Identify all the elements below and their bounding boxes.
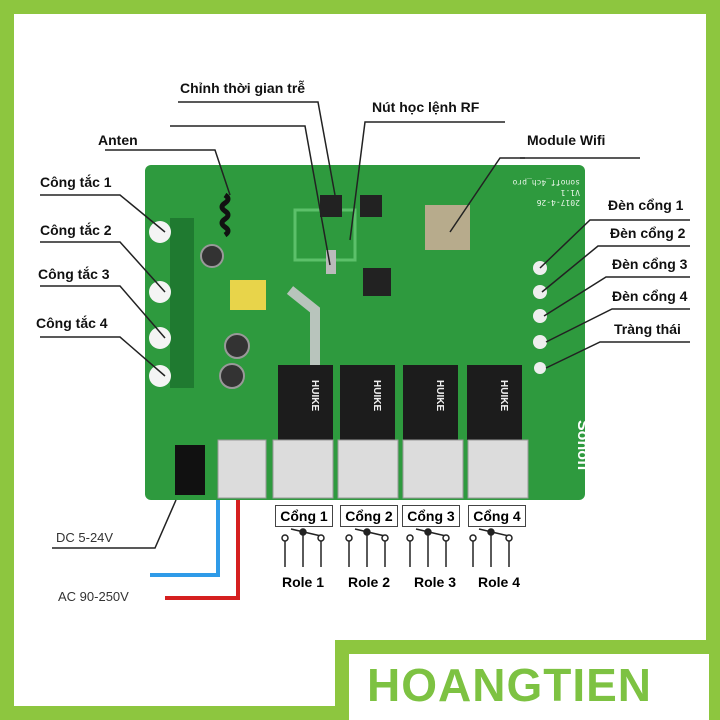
switch-buttons [149,218,194,388]
relay-contact [406,534,414,542]
port-label-4: Cổng 4 [468,505,526,527]
relay-contact [424,528,432,536]
capacitor [219,363,245,389]
label-antenna: Anten [98,132,138,148]
relay-contact [317,534,325,542]
relay-contact [281,534,289,542]
board-brand: Sonoff [574,420,591,471]
relay-brand-2: HUIKE [371,380,382,411]
port-label-1: Cổng 1 [275,505,333,527]
antenna-coil [219,192,231,238]
brand-logo: HOANGTIEN [335,640,720,720]
board-version: V1.1 [561,188,580,197]
label-wifi-module: Module Wifi [527,132,606,148]
relay-brand-1: HUIKE [309,380,320,411]
label-switch-2: Công tắc 2 [40,222,112,238]
label-led-2: Đèn cổng 2 [610,225,686,241]
board-date: 2017-4-26 [536,198,580,207]
relay-label-3: Role 3 [414,574,457,590]
relay-contact [487,528,495,536]
dc-wire [150,500,220,577]
ac-wire [165,500,240,600]
relay-contact [381,534,389,542]
transformer [230,280,266,310]
label-delay: Chỉnh thời gian trễ [180,80,306,96]
relay-label-1: Role 1 [282,574,325,590]
dc-jack [175,445,205,495]
terminal-blocks [217,439,529,499]
label-switch-1: Công tắc 1 [40,174,112,190]
relay-contact [345,534,353,542]
rf-learn-button [326,250,336,274]
relay-label-4: Role 4 [478,574,521,590]
label-dc-input: DC 5-24V [56,530,114,545]
relay-brand-3: HUIKE [434,380,445,411]
relay-brand-4: HUIKE [498,380,509,411]
capacitor [200,244,224,268]
relay-label-2: Role 2 [348,574,391,590]
label-led-1: Đèn cổng 1 [608,197,684,213]
relay-contact [469,534,477,542]
board-model: sonoff_4ch_pro [512,178,580,187]
relay-contact [299,528,307,536]
relay-brand-marks: HUIKE HUIKE HUIKE HUIKE [309,380,509,411]
dip-switch [360,195,382,217]
label-switch-3: Công tắc 3 [38,266,110,282]
label-rf-button: Nút học lệnh RF [372,99,480,115]
mcu-chip [363,268,391,296]
capacitor [224,333,250,359]
label-switch-4: Công tắc 4 [36,315,108,331]
relay-contact [505,534,513,542]
relays [278,365,522,440]
callout-lines [40,101,690,549]
relay-contact [363,528,371,536]
relay-contact [442,534,450,542]
label-led-4: Đèn cổng 4 [612,288,688,304]
port-label-3: Cổng 3 [402,505,460,527]
logo-text: HOANGTIEN [367,659,652,711]
label-led-3: Đèn cổng 3 [612,256,688,272]
relay-symbols [281,528,513,567]
dip-switch [320,195,342,217]
label-status-led: Tràng thái [614,321,681,337]
board-silkscreen: 2017-4-26 V1.1 sonoff_4ch_pro [512,178,580,207]
label-ac-input: AC 90-250V [58,589,129,604]
port-label-2: Cổng 2 [340,505,398,527]
